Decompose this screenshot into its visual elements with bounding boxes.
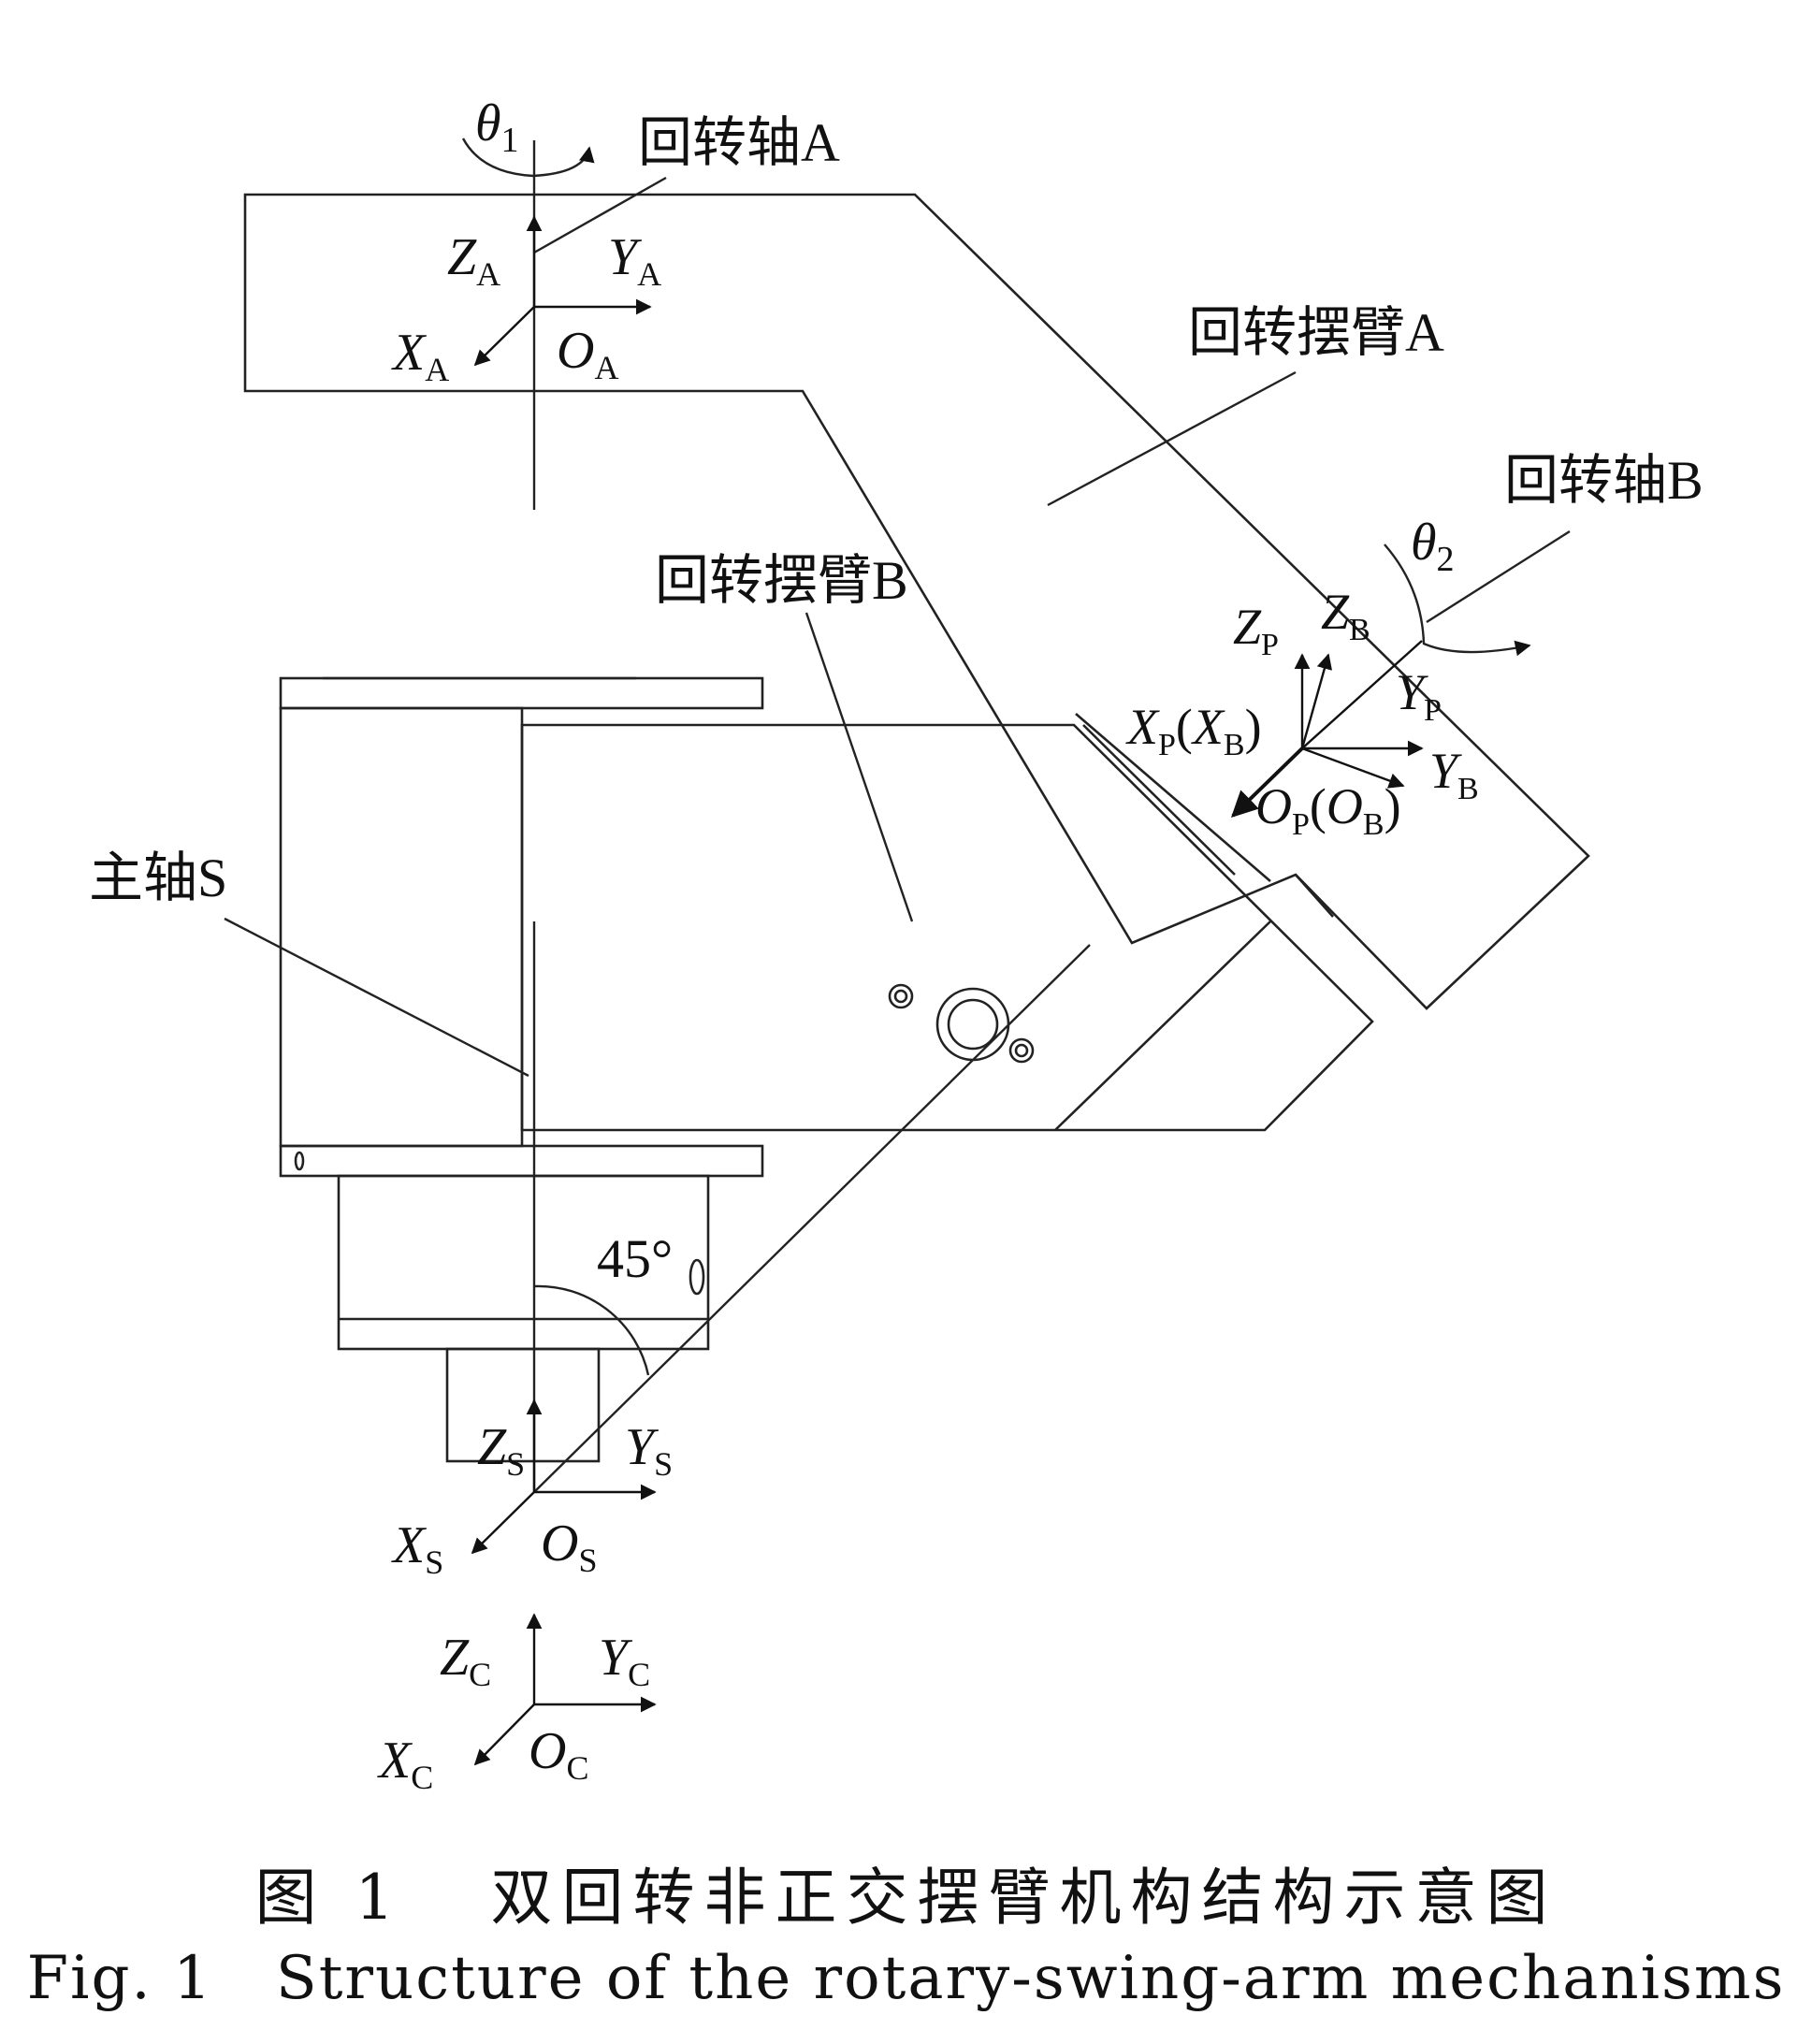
label-axis-b: 回转轴B <box>1504 450 1703 511</box>
spindle-housing <box>279 706 524 1148</box>
arm-b-small-hole-right <box>1008 1037 1035 1064</box>
frame-c-x-arrow <box>473 1703 535 1766</box>
frame-b-z-label: ZB <box>1321 584 1370 647</box>
frame-a-y-label: YA <box>608 228 661 293</box>
spindle-collar-hole <box>294 1151 305 1171</box>
arm-b-small-hole-left <box>888 983 914 1009</box>
figure-caption-zh: 图 1 双回转非正交摆臂机构结构示意图 <box>254 1862 1558 1934</box>
leader-axis-a <box>533 176 667 254</box>
rotation-arrow-theta2 <box>1384 544 1531 657</box>
frame-c-z-label: ZC <box>440 1629 491 1693</box>
arm-a-divider <box>1075 713 1271 882</box>
inclined-axis-line <box>533 944 1091 1493</box>
frame-b-y-arrow <box>1301 747 1405 789</box>
frame-c-x-label: XC <box>377 1732 433 1796</box>
swing-arm-b-body <box>520 723 1374 1132</box>
theta2-label: θ2 <box>1411 514 1455 579</box>
figure-caption-en: Fig. 1 Structure of the rotary-swing-arm… <box>26 1944 1786 2013</box>
leader-axis-b <box>1426 529 1571 624</box>
frame-a-x-arrow <box>473 306 535 367</box>
label-arm-a: 回转摆臂A <box>1188 302 1444 363</box>
frame-b-z-arrow <box>1300 653 1333 749</box>
frame-s-x-label: XS <box>391 1516 443 1581</box>
frame-a-z-label: ZA <box>447 228 500 293</box>
leader-arm-a <box>1047 370 1297 507</box>
arm-a-divider-2 <box>1295 874 1334 918</box>
arm-b-inner-line <box>1054 921 1271 1131</box>
label-angle: 45° <box>597 1228 673 1289</box>
frame-b-y-label: YB <box>1429 743 1479 806</box>
frame-s-o-label: OS <box>541 1515 597 1579</box>
frame-s-x-arrow <box>471 1491 535 1555</box>
frame-s-y-label: YS <box>625 1418 673 1483</box>
rotation-arrow-theta1 <box>461 138 595 178</box>
arm-b-bore-inner <box>947 998 999 1051</box>
spindle-collar <box>279 1144 764 1178</box>
spindle-top-plate <box>279 676 764 710</box>
angle-arc <box>533 1284 650 1376</box>
frame-a-o-label: OA <box>557 322 618 386</box>
frame-c-y-label: YC <box>599 1629 650 1693</box>
axis-b-line <box>1301 640 1423 749</box>
label-arm-b: 回转摆臂B <box>655 550 908 611</box>
theta1-label: θ1 <box>475 94 519 160</box>
leader-spindle <box>224 917 529 1078</box>
arm-b-inner-line-2 <box>1082 724 1236 876</box>
frame-p-x-arrow <box>1230 747 1304 818</box>
frame-p-z-label: ZP <box>1233 599 1279 662</box>
frame-s-z-label: ZS <box>477 1418 525 1483</box>
frame-a-x-label: XA <box>391 324 449 388</box>
leader-arm-b <box>805 612 914 922</box>
frame-p-y-label: YP <box>1396 664 1442 728</box>
frame-c-o-label: OC <box>529 1722 588 1787</box>
frame-p-o-label: OP(OB) <box>1255 778 1401 842</box>
label-axis-a: 回转轴A <box>638 112 840 173</box>
spindle-lower-hole <box>689 1258 705 1296</box>
frame-p-x-label: XP(XB) <box>1125 699 1262 762</box>
spindle-nose <box>445 1347 601 1463</box>
label-spindle: 主轴S <box>89 848 227 908</box>
